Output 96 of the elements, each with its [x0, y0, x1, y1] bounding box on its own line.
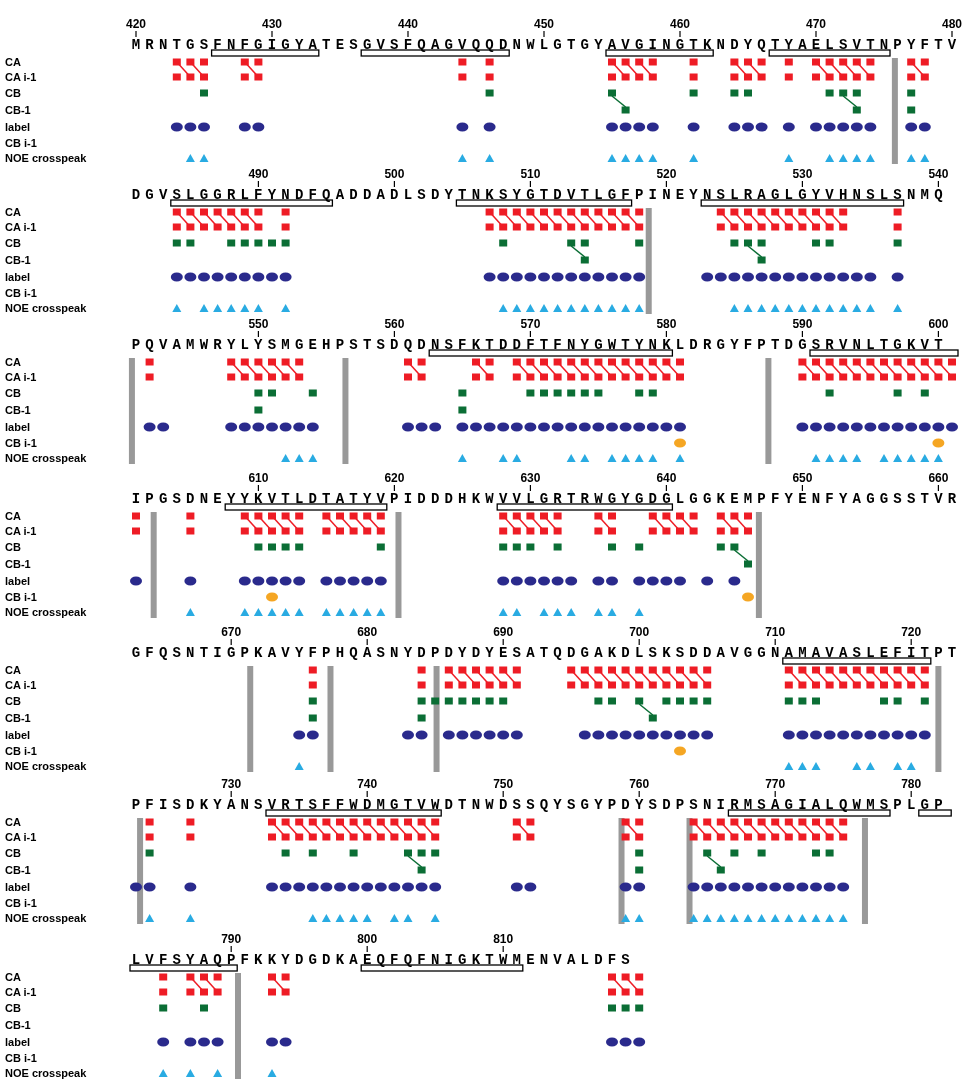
residue-number: 600	[928, 317, 949, 331]
row-label: CB i-1	[5, 437, 37, 449]
residue-number: 640	[656, 471, 677, 485]
residue-number: 740	[357, 777, 378, 791]
row-label: CB-1	[5, 864, 31, 876]
residue-number: 520	[656, 167, 677, 181]
protein-sequence: MRNTGSFNFGIGYATESGVSFQAGVQQDNWLGTGYAVGINGTKNDYQTYAELSVTNPYFTV	[131, 37, 962, 53]
protein-sequence: LVFSYAQPFKKYDGDKAEQFQFNIGKTWMENVALDFS	[131, 952, 635, 968]
residue-number: 540	[928, 167, 949, 181]
residue-number: 450	[534, 17, 554, 31]
row-label: label	[5, 729, 31, 741]
residue-number: 800	[357, 932, 378, 946]
residue-number: 760	[629, 777, 650, 791]
residue-number: 580	[656, 317, 677, 331]
row-label: label	[5, 881, 31, 893]
row-label: CB-1	[5, 404, 31, 416]
row-label: CB-1	[5, 1019, 31, 1031]
row-label: CA i-1	[5, 986, 37, 998]
residue-number: 770	[765, 777, 786, 791]
row-label: NOE crosspeak	[5, 1067, 87, 1079]
residue-number: 700	[629, 625, 650, 639]
row-label: CB-1	[5, 254, 31, 266]
row-label: label	[5, 271, 31, 283]
row-label: NOE crosspeak	[5, 302, 87, 314]
residue-number: 500	[384, 167, 405, 181]
protein-sequence: GFQSNTIGPKAVYFPHQASNYDPDYDYESATQDGAKDLSKSDDAVGGNAMAVASLEFITPT	[131, 645, 962, 661]
residue-number: 490	[248, 167, 269, 181]
residue-number: 630	[520, 471, 541, 485]
row-label: CB	[5, 237, 21, 249]
residue-number: 560	[384, 317, 405, 331]
row-label: label	[5, 575, 31, 587]
row-label: CB	[5, 1002, 21, 1014]
row-label: CA i-1	[5, 371, 37, 383]
row-label: CA i-1	[5, 71, 37, 83]
row-label: CA	[5, 664, 21, 676]
residue-number: 620	[384, 471, 405, 485]
row-label: CA	[5, 56, 21, 68]
row-label: CB i-1	[5, 897, 37, 909]
residue-number: 610	[248, 471, 269, 485]
residue-number: 420	[126, 17, 146, 31]
row-label: NOE crosspeak	[5, 912, 87, 924]
residue-number: 550	[248, 317, 269, 331]
row-label: CB	[5, 387, 21, 399]
residue-number: 720	[901, 625, 922, 639]
residue-number: 590	[792, 317, 813, 331]
residue-number: 650	[792, 471, 813, 485]
row-label: CA	[5, 816, 21, 828]
residue-number: 570	[520, 317, 541, 331]
residue-number: 430	[262, 17, 282, 31]
row-label: label	[5, 421, 31, 433]
residue-number: 440	[398, 17, 418, 31]
row-label: CA i-1	[5, 525, 37, 537]
residue-number: 710	[765, 625, 786, 639]
protein-sequence: IPGSDNEYYKVTLDTATYVPIDDDHKWVVLGRTRWGYGDGLGGKEMPFYENFYAGGSSTVR	[131, 491, 962, 507]
residue-number: 530	[792, 167, 813, 181]
row-label: CB-1	[5, 104, 31, 116]
row-label: CB i-1	[5, 137, 37, 149]
row-label: NOE crosspeak	[5, 606, 87, 618]
residue-number: 730	[221, 777, 242, 791]
row-label: NOE crosspeak	[5, 452, 87, 464]
residue-number: 680	[357, 625, 378, 639]
row-label: CB i-1	[5, 1052, 37, 1064]
residue-number: 510	[520, 167, 541, 181]
residue-number: 750	[493, 777, 514, 791]
row-label: CB-1	[5, 558, 31, 570]
row-label: NOE crosspeak	[5, 152, 87, 164]
row-label: CA i-1	[5, 221, 37, 233]
row-label: CB i-1	[5, 745, 37, 757]
row-label: label	[5, 121, 31, 133]
row-label: CB	[5, 695, 21, 707]
row-label: CB	[5, 87, 21, 99]
row-label: CB i-1	[5, 591, 37, 603]
residue-number: 790	[221, 932, 242, 946]
residue-number: 670	[221, 625, 242, 639]
residue-number: 480	[942, 17, 962, 31]
row-label: CA i-1	[5, 831, 37, 843]
row-label: CB-1	[5, 712, 31, 724]
residue-number: 810	[493, 932, 514, 946]
row-label: CA	[5, 356, 21, 368]
residue-number: 460	[670, 17, 690, 31]
row-label: label	[5, 1036, 31, 1048]
protein-sequence: PFISDKYANSVRTSFFWDMGTVWDTNWDSSQYSGYPDYSDPSNIRMSAGIALQWMSPLGP	[131, 797, 948, 813]
row-label: CB	[5, 847, 21, 859]
row-label: CA	[5, 510, 21, 522]
residue-number: 660	[928, 471, 949, 485]
row-label: CA i-1	[5, 679, 37, 691]
row-label: CB	[5, 541, 21, 553]
row-label: CA	[5, 971, 21, 983]
row-label: NOE crosspeak	[5, 760, 87, 772]
residue-number: 470	[806, 17, 826, 31]
residue-number: 690	[493, 625, 514, 639]
row-label: CA	[5, 206, 21, 218]
row-label: CB i-1	[5, 287, 37, 299]
protein-sequence: PQVAMWRYLYSMGEHPSTSDQDNSFKTDDFTFNYGWTYNKLDRGYFPTDGSRVNLTGKVT	[131, 337, 948, 353]
residue-number: 780	[901, 777, 922, 791]
protein-sequence: DGVSLGGRLFYNDFQADDADLSDYTNKSYGTDVTLGFPINEYNSLRAGLGYVHNSLSNMQ	[131, 187, 948, 203]
